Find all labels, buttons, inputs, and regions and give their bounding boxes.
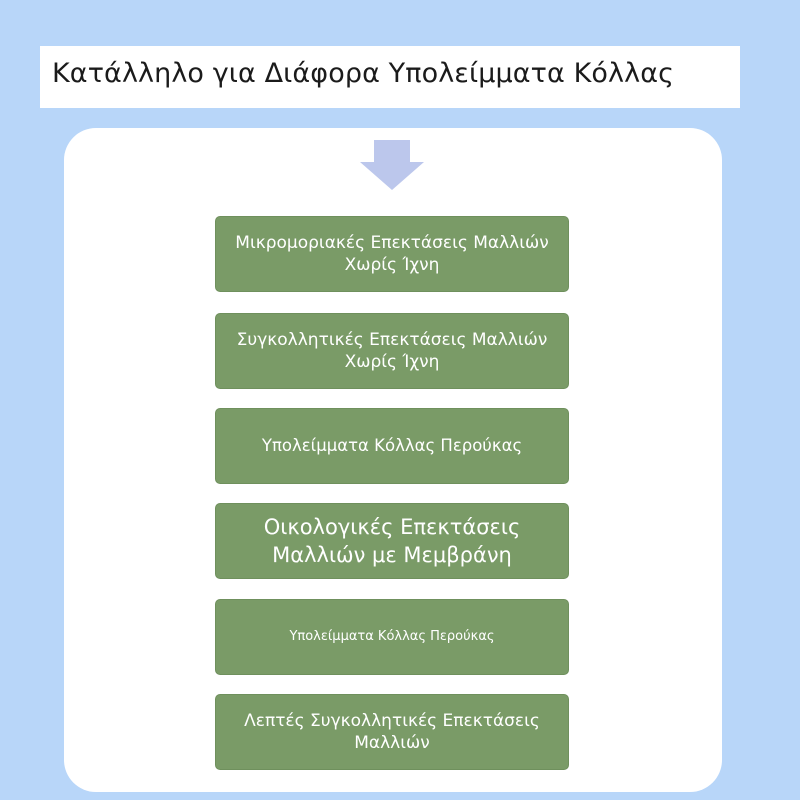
category-box-wig-glue-residue: Υπολείμματα Κόλλας Περούκας (215, 408, 569, 484)
category-box-label: Οικολογικές Επεκτάσεις Μαλλιών με Μεμβρά… (263, 514, 521, 567)
category-box-label: Υπολείμματα Κόλλας Περούκας (261, 436, 523, 456)
page-title: Κατάλληλο για Διάφορα Υπολείμματα Κόλλας (52, 58, 675, 89)
category-box-adhesive-extensions: Συγκολλητικές Επεκτάσεις Μαλλιών Χωρίς Ί… (215, 313, 569, 389)
title-background (40, 46, 740, 108)
category-box-label: Μικρομοριακές Επεκτάσεις Μαλλιών Χωρίς Ί… (235, 232, 549, 275)
category-box-wig-glue-residue-2: Υπολείμματα Κόλλας Περούκας (215, 599, 569, 675)
category-box-label: Συγκολλητικές Επεκτάσεις Μαλλιών Χωρίς Ί… (236, 329, 548, 372)
category-box-thin-adhesive-extensions: Λεπτές Συγκολλητικές Επεκτάσεις Μαλλιών (215, 694, 569, 770)
category-box-micro-ring-extensions: Μικρομοριακές Επεκτάσεις Μαλλιών Χωρίς Ί… (215, 216, 569, 292)
category-box-eco-membrane-extensions: Οικολογικές Επεκτάσεις Μαλλιών με Μεμβρά… (215, 503, 569, 579)
category-box-label: Υπολείμματα Κόλλας Περούκας (289, 628, 495, 644)
down-arrow-icon (360, 140, 424, 190)
category-box-label: Λεπτές Συγκολλητικές Επεκτάσεις Μαλλιών (244, 710, 540, 753)
